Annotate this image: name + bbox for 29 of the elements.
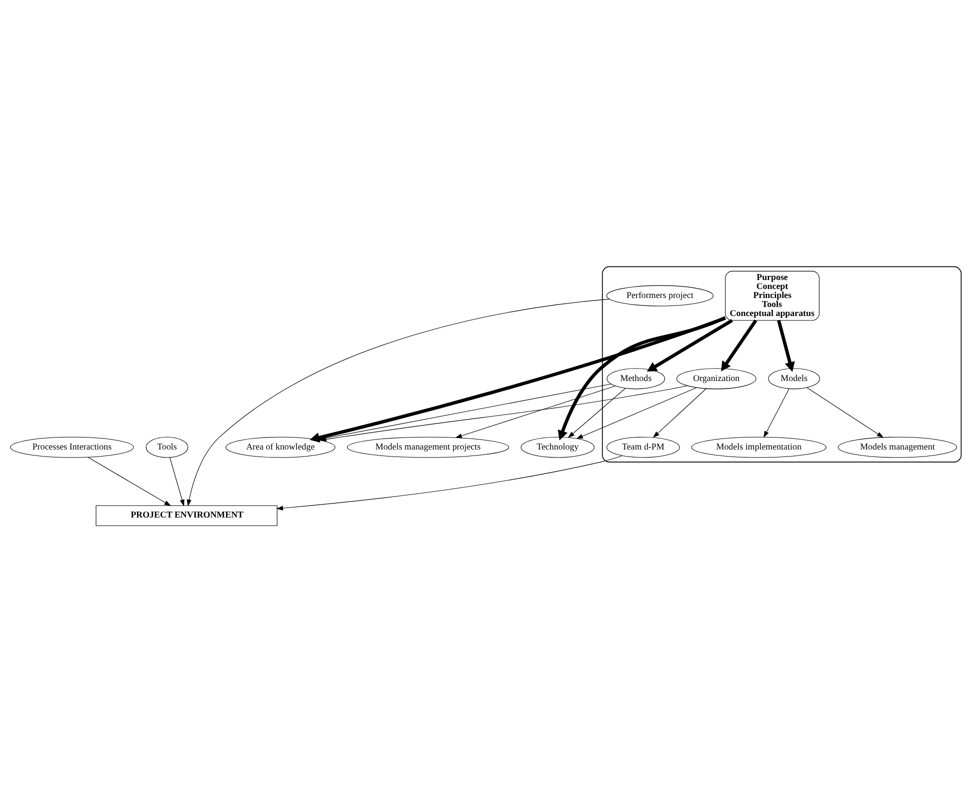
- arrow: [764, 388, 790, 438]
- node-box: Purpose Concept Principles Tools Conceptual apparatus: [725, 270, 820, 320]
- node-ellipse: Methods: [606, 368, 666, 389]
- arrow: [186, 298, 610, 506]
- arrow: [558, 316, 726, 440]
- arrow: [170, 456, 184, 506]
- arrow: [806, 386, 884, 438]
- arrow: [455, 385, 616, 438]
- arrow: [721, 318, 758, 371]
- arrow: [88, 456, 172, 506]
- arrow: [652, 388, 706, 438]
- node-ellipse: Technology: [520, 436, 595, 458]
- node-ellipse: Team d-PM: [606, 436, 680, 458]
- arrow: [576, 386, 697, 438]
- node-ellipse: Performers project: [606, 284, 714, 306]
- node-ellipse: Processes Interactions: [10, 436, 134, 458]
- node-ellipse: Tools: [146, 436, 188, 458]
- cluster: [602, 266, 962, 462]
- arrow: [320, 384, 688, 442]
- node-ellipse: Models implementation: [691, 436, 826, 458]
- node-ellipse: Models management projects: [346, 436, 510, 458]
- arrow: [646, 318, 733, 372]
- node-ellipse: Models management: [838, 436, 958, 458]
- node-ellipse: Organization: [676, 368, 756, 389]
- arrow: [568, 388, 626, 438]
- arrow: [777, 320, 795, 372]
- node-box: PROJECT ENVIRONMENT: [96, 504, 278, 526]
- arrow: [276, 454, 622, 510]
- node-ellipse: Models: [768, 368, 820, 389]
